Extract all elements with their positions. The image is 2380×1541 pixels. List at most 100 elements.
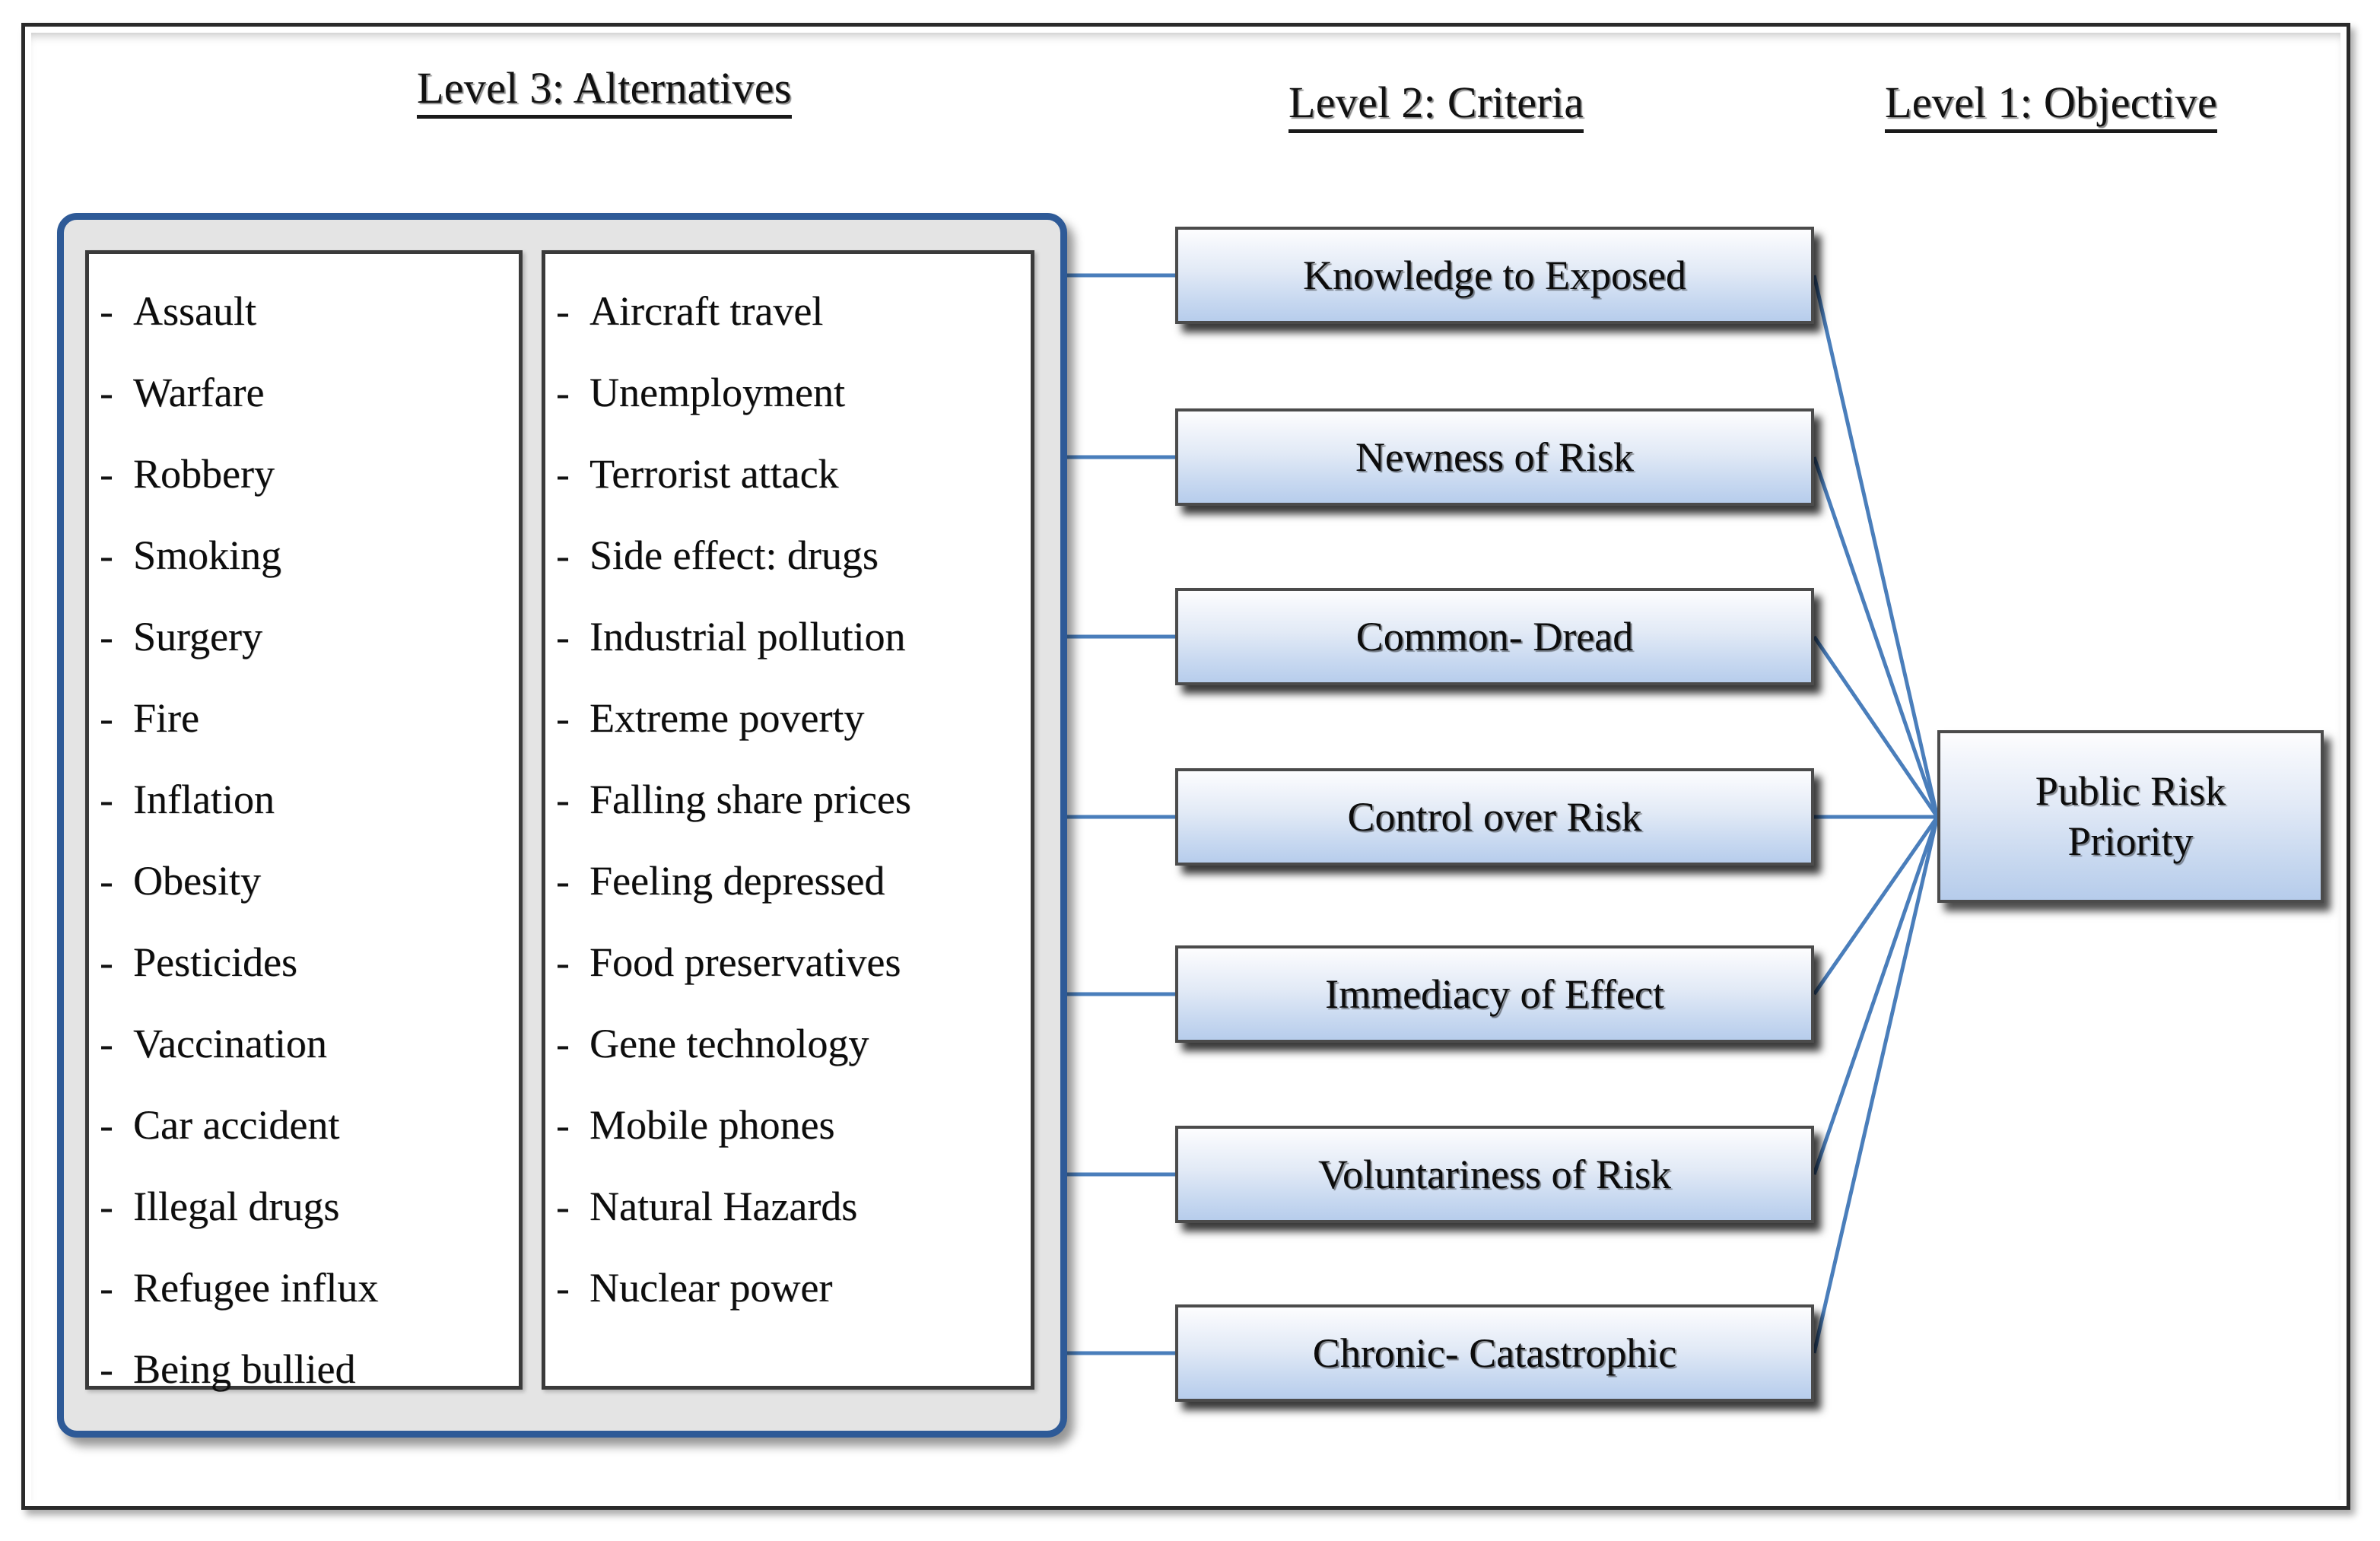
criteria-box-chronic-catastrophic[interactable]: Chronic- Catastrophic: [1175, 1304, 1814, 1402]
objective-label-line-2: Priority: [2067, 818, 2194, 864]
alternative-label: Side effect: drugs: [589, 532, 879, 578]
alternative-item[interactable]: -Obesity: [89, 860, 519, 942]
dash-icon: -: [100, 939, 113, 985]
criteria-label: Immediacy of Effect: [1325, 971, 1664, 1017]
alternative-label: Mobile phones: [589, 1102, 835, 1148]
dash-icon: -: [100, 1184, 113, 1229]
alternative-item[interactable]: -Extreme poverty: [545, 697, 1031, 779]
objective-label-line-1: Public Risk: [2035, 767, 2226, 814]
dash-icon: -: [556, 451, 570, 497]
alternative-label: Nuclear power: [589, 1265, 833, 1311]
alternative-label: Feeling depressed: [589, 858, 885, 904]
dash-icon: -: [556, 777, 570, 822]
criteria-label: Control over Risk: [1347, 794, 1642, 840]
dash-icon: -: [556, 858, 570, 904]
alternative-label: Food preservatives: [589, 939, 901, 985]
heading-level-1-objective: Level 1: Objective: [1885, 79, 2218, 133]
dash-icon: -: [556, 939, 570, 985]
alternative-item[interactable]: -Being bullied: [89, 1349, 519, 1430]
alternative-item[interactable]: -Smoking: [89, 535, 519, 616]
alternative-label: Fire: [133, 695, 199, 741]
alternative-item[interactable]: -Falling share prices: [545, 779, 1031, 860]
dash-icon: -: [556, 614, 570, 659]
objective-box-public-risk-priority[interactable]: Public Risk Priority: [1937, 730, 2324, 903]
alternative-item[interactable]: -Fire: [89, 697, 519, 779]
dash-icon: -: [556, 695, 570, 741]
alternative-label: Assault: [133, 288, 256, 334]
alternative-item[interactable]: -Refugee influx: [89, 1267, 519, 1349]
dash-icon: -: [100, 777, 113, 822]
criteria-label: Chronic- Catastrophic: [1312, 1330, 1677, 1376]
alternatives-list-1: -Assault-Warfare-Robbery-Smoking-Surgery…: [89, 254, 519, 1430]
alternative-label: Inflation: [133, 777, 275, 822]
alternative-label: Warfare: [133, 370, 265, 415]
alternative-item[interactable]: -Surgery: [89, 616, 519, 697]
criteria-box-control-over-risk[interactable]: Control over Risk: [1175, 768, 1814, 866]
alternative-label: Aircraft travel: [589, 288, 824, 334]
alternative-item[interactable]: -Aircraft travel: [545, 291, 1031, 372]
criteria-box-knowledge-to-exposed[interactable]: Knowledge to Exposed: [1175, 227, 1814, 324]
alternative-label: Car accident: [133, 1102, 340, 1148]
alternative-label: Natural Hazards: [589, 1184, 858, 1229]
alternative-label: Robbery: [133, 451, 275, 497]
criteria-box-newness-of-risk[interactable]: Newness of Risk: [1175, 408, 1814, 506]
alternative-label: Smoking: [133, 532, 282, 578]
dash-icon: -: [100, 858, 113, 904]
alternative-item[interactable]: -Inflation: [89, 779, 519, 860]
alternative-label: Illegal drugs: [133, 1184, 340, 1229]
alternatives-column-1: -Assault-Warfare-Robbery-Smoking-Surgery…: [85, 250, 523, 1390]
alternatives-list-2: -Aircraft travel-Unemployment-Terrorist …: [545, 254, 1031, 1349]
dash-icon: -: [556, 1265, 570, 1311]
alternative-item[interactable]: -Nuclear power: [545, 1267, 1031, 1349]
alternatives-container: -Assault-Warfare-Robbery-Smoking-Surgery…: [57, 213, 1067, 1438]
alternative-item[interactable]: -Assault: [89, 291, 519, 372]
dash-icon: -: [100, 451, 113, 497]
alternative-item[interactable]: -Robbery: [89, 453, 519, 535]
alternative-item[interactable]: -Car accident: [89, 1104, 519, 1186]
alternative-item[interactable]: -Feeling depressed: [545, 860, 1031, 942]
alternative-label: Refugee influx: [133, 1265, 379, 1311]
dash-icon: -: [100, 614, 113, 659]
dash-icon: -: [556, 1102, 570, 1148]
alternative-label: Extreme poverty: [589, 695, 865, 741]
criteria-label: Voluntariness of Risk: [1317, 1152, 1671, 1197]
alternative-item[interactable]: -Unemployment: [545, 372, 1031, 453]
alternative-label: Surgery: [133, 614, 262, 659]
criteria-box-immediacy-of-effect[interactable]: Immediacy of Effect: [1175, 945, 1814, 1043]
criteria-box-voluntariness-of-risk[interactable]: Voluntariness of Risk: [1175, 1126, 1814, 1223]
heading-level-2-criteria: Level 2: Criteria: [1289, 79, 1584, 133]
alternative-label: Gene technology: [589, 1021, 869, 1066]
dash-icon: -: [100, 1265, 113, 1311]
dash-icon: -: [100, 1021, 113, 1066]
alternative-item[interactable]: -Side effect: drugs: [545, 535, 1031, 616]
alternative-item[interactable]: -Industrial pollution: [545, 616, 1031, 697]
alternative-item[interactable]: -Gene technology: [545, 1023, 1031, 1104]
alternative-item[interactable]: -Food preservatives: [545, 942, 1031, 1023]
heading-level-3-alternatives: Level 3: Alternatives: [417, 65, 792, 119]
dash-icon: -: [100, 288, 113, 334]
alternative-label: Vaccination: [133, 1021, 327, 1066]
alternative-item[interactable]: -Natural Hazards: [545, 1186, 1031, 1267]
dash-icon: -: [556, 370, 570, 415]
alternative-label: Being bullied: [133, 1346, 356, 1392]
dash-icon: -: [556, 532, 570, 578]
alternative-label: Obesity: [133, 858, 261, 904]
alternative-item[interactable]: -Mobile phones: [545, 1104, 1031, 1186]
alternative-item[interactable]: -Illegal drugs: [89, 1186, 519, 1267]
alternatives-column-2: -Aircraft travel-Unemployment-Terrorist …: [542, 250, 1034, 1390]
alternative-label: Industrial pollution: [589, 614, 906, 659]
alternative-item[interactable]: -Terrorist attack: [545, 453, 1031, 535]
alternative-label: Falling share prices: [589, 777, 911, 822]
dash-icon: -: [100, 1346, 113, 1392]
alternative-label: Terrorist attack: [589, 451, 839, 497]
criteria-label: Knowledge to Exposed: [1303, 253, 1686, 298]
dash-icon: -: [100, 1102, 113, 1148]
criteria-label: Common- Dread: [1355, 614, 1634, 659]
dash-icon: -: [556, 1184, 570, 1229]
alternative-label: Pesticides: [133, 939, 297, 985]
alternative-item[interactable]: -Vaccination: [89, 1023, 519, 1104]
criteria-box-common-dread[interactable]: Common- Dread: [1175, 588, 1814, 685]
alternative-item[interactable]: -Pesticides: [89, 942, 519, 1023]
alternative-item[interactable]: -Warfare: [89, 372, 519, 453]
objective-label: Public Risk Priority: [2035, 767, 2226, 867]
